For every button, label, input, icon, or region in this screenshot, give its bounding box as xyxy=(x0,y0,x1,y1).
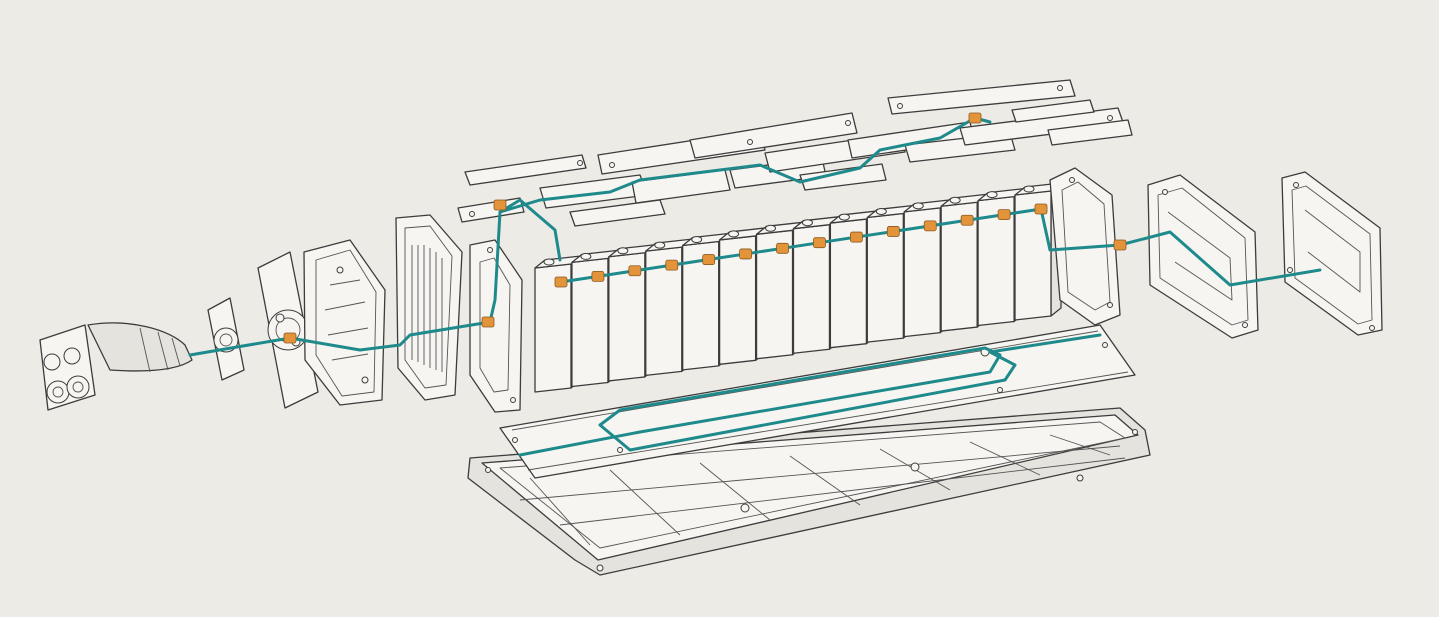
terminal-connector-icon xyxy=(997,209,1011,221)
terminal-connector-icon xyxy=(968,112,982,124)
busbar-plate-icon xyxy=(457,79,1133,227)
terminal-connector-icon xyxy=(628,265,642,277)
wire-input-chain xyxy=(188,320,492,357)
terminal-connector-icon xyxy=(849,231,863,243)
terminal-connector-icon xyxy=(960,214,974,226)
control-board-icon xyxy=(303,239,386,406)
mounting-frame-icon xyxy=(469,239,523,413)
terminal-connector-icon xyxy=(776,242,789,254)
terminal-connector-icon xyxy=(283,332,297,344)
cooling-plate-icon xyxy=(1147,174,1259,339)
terminal-connector-icon xyxy=(739,248,753,260)
battery-cell-row xyxy=(534,182,1062,393)
wire-top-harness xyxy=(498,116,992,214)
terminal-connectors xyxy=(283,112,1127,344)
terminal-connector-icon xyxy=(813,237,826,249)
terminal-connector-icon xyxy=(665,259,679,271)
terminal-connector-icon xyxy=(923,220,937,232)
terminal-connector-icon xyxy=(886,226,900,237)
terminal-connector-icon xyxy=(493,199,507,211)
terminal-connector-icon xyxy=(1113,239,1127,251)
wiring-harness xyxy=(188,116,1322,457)
charging-plug-icon xyxy=(39,322,193,411)
wire-cell-chain xyxy=(559,207,1122,284)
cover-plate-icon xyxy=(1281,171,1383,336)
heatsink-plate-icon xyxy=(395,214,463,401)
connector-ring-icon xyxy=(207,297,245,381)
terminal-connector-icon xyxy=(591,270,605,282)
terminal-connector-icon xyxy=(554,276,568,288)
terminal-connector-icon xyxy=(702,254,716,265)
terminal-connector-icon xyxy=(1034,203,1048,215)
wire-right-chain xyxy=(1118,230,1322,287)
terminal-connector-icon xyxy=(481,316,495,328)
wire-busbar-drop xyxy=(488,198,562,324)
wire-cooling-loop xyxy=(518,333,1102,457)
